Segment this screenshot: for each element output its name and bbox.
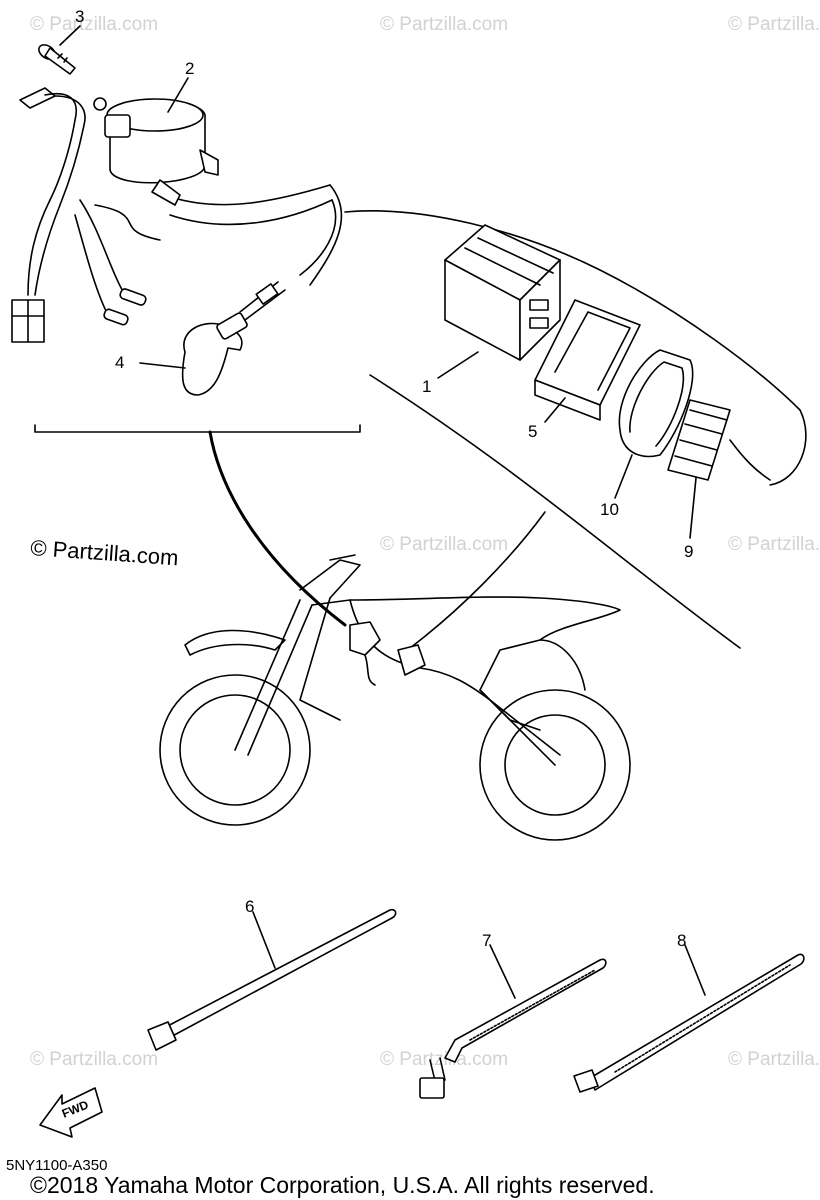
ignition-coil-cluster — [11, 44, 343, 396]
watermark: © Partzilla.com — [728, 534, 820, 555]
copyright-notice: ©2018 Yamaha Motor Corporation, U.S.A. A… — [30, 1172, 655, 1198]
callout-4: 4 — [115, 353, 124, 372]
cable-tie-6 — [147, 908, 397, 1051]
watermark: © Partzilla.com — [728, 14, 820, 35]
watermark-group: © Partzilla.com © Partzilla.com © Partzi… — [30, 14, 820, 1070]
cable-tie-8 — [573, 953, 805, 1093]
section-lines — [34, 374, 741, 649]
callout-1: 1 — [422, 377, 431, 396]
callout-7: 7 — [482, 931, 491, 950]
callout-5: 5 — [528, 422, 537, 441]
callout-2: 2 — [185, 59, 194, 78]
watermark: © Partzilla.com — [30, 1049, 158, 1070]
watermark: © Partzilla.com — [380, 14, 508, 35]
callout-3: 3 — [75, 7, 84, 26]
spark-plug-cap-part — [181, 312, 248, 396]
cable-tie-7 — [419, 958, 607, 1099]
diagram-code: 5NY1100-A350 — [6, 1157, 107, 1174]
callouts: 3 2 4 1 5 10 9 6 7 8 — [75, 7, 693, 950]
watermark: © Partzilla.com — [30, 14, 158, 35]
callout-6: 6 — [245, 897, 254, 916]
motorcycle-outline — [159, 554, 631, 841]
watermark: © Partzilla.com — [380, 534, 508, 555]
callout-8: 8 — [677, 931, 686, 950]
callout-10: 10 — [600, 500, 619, 519]
leader-lines — [59, 25, 706, 999]
callout-9: 9 — [684, 542, 693, 561]
cdi-cluster — [344, 210, 807, 486]
watermark: © Partzilla.com — [728, 1049, 820, 1070]
watermark-primary: © Partzilla.com — [30, 535, 180, 570]
watermark: © Partzilla.com — [380, 1049, 508, 1070]
fwd-arrow: FWD — [39, 1087, 103, 1138]
bolt-part — [38, 44, 76, 75]
